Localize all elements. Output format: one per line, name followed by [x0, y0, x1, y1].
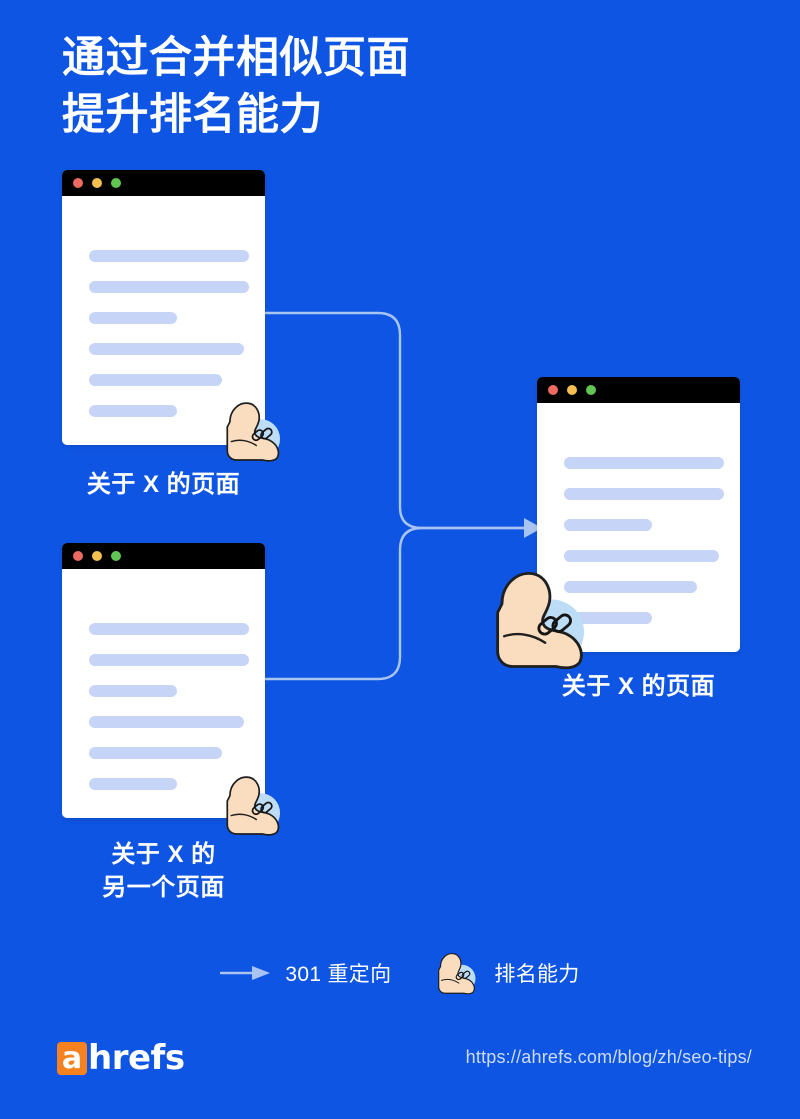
- content-line: [89, 778, 177, 790]
- content-line: [89, 250, 249, 262]
- minimize-dot-icon[interactable]: [92, 551, 102, 561]
- connector-path-bottom: [263, 526, 527, 681]
- window-content: [62, 569, 265, 818]
- arrow-right-icon: [220, 966, 271, 980]
- legend-item-ranking-power: 排名能力: [435, 950, 579, 996]
- content-line: [89, 685, 177, 697]
- legend-label-redirect: 301 重定向: [285, 963, 392, 986]
- maximize-dot-icon[interactable]: [111, 178, 121, 188]
- content-placeholder-lines: [564, 457, 724, 624]
- logo-wordmark: hrefs: [88, 1038, 185, 1078]
- content-line: [564, 519, 652, 531]
- legend: 301 重定向 排名能力: [0, 950, 800, 996]
- content-line: [564, 488, 724, 500]
- close-dot-icon[interactable]: [73, 551, 83, 561]
- content-line: [564, 550, 720, 562]
- ahrefs-logo[interactable]: a hrefs: [57, 1038, 185, 1078]
- content-line: [564, 581, 697, 593]
- logo-mark: a: [57, 1041, 87, 1075]
- content-line: [89, 716, 245, 728]
- maximize-dot-icon[interactable]: [586, 385, 596, 395]
- source-url: https://ahrefs.com/blog/zh/seo-tips/: [465, 1047, 752, 1067]
- content-line: [89, 405, 177, 417]
- browser-window-merged-page: [537, 377, 740, 652]
- legend-label-ranking-power: 排名能力: [494, 963, 580, 986]
- caption-merged-page: 关于 X 的页面: [561, 673, 716, 700]
- browser-window-page-a: [62, 170, 265, 445]
- window-titlebar: [62, 170, 265, 196]
- footer: a hrefs https://ahrefs.com/blog/zh/seo-t…: [0, 1035, 800, 1095]
- content-line: [89, 747, 222, 759]
- content-line: [564, 457, 724, 469]
- ranking-power-icon: [438, 953, 476, 995]
- window-titlebar: [62, 543, 265, 569]
- caption-page-a: 关于 X 的页面: [86, 471, 241, 498]
- maximize-dot-icon[interactable]: [111, 551, 121, 561]
- caption-page-b: 关于 X 的 另一个页面: [102, 841, 225, 902]
- window-titlebar: [537, 377, 740, 403]
- minimize-dot-icon[interactable]: [92, 178, 102, 188]
- close-dot-icon[interactable]: [548, 385, 558, 395]
- window-content: [537, 403, 740, 652]
- window-content: [62, 196, 265, 445]
- content-line: [89, 623, 249, 635]
- close-dot-icon[interactable]: [73, 178, 83, 188]
- content-line: [564, 612, 652, 624]
- content-line: [89, 374, 222, 386]
- content-placeholder-lines: [89, 623, 249, 790]
- minimize-dot-icon[interactable]: [567, 385, 577, 395]
- content-line: [89, 654, 249, 666]
- content-placeholder-lines: [89, 250, 249, 417]
- content-line: [89, 343, 245, 355]
- connector-path-top: [263, 311, 527, 530]
- content-line: [89, 281, 249, 293]
- legend-item-redirect: 301 重定向: [220, 958, 391, 988]
- browser-window-page-b: [62, 543, 265, 818]
- content-line: [89, 312, 177, 324]
- page-title: 通过合并相似页面 提升排名能力: [62, 34, 410, 139]
